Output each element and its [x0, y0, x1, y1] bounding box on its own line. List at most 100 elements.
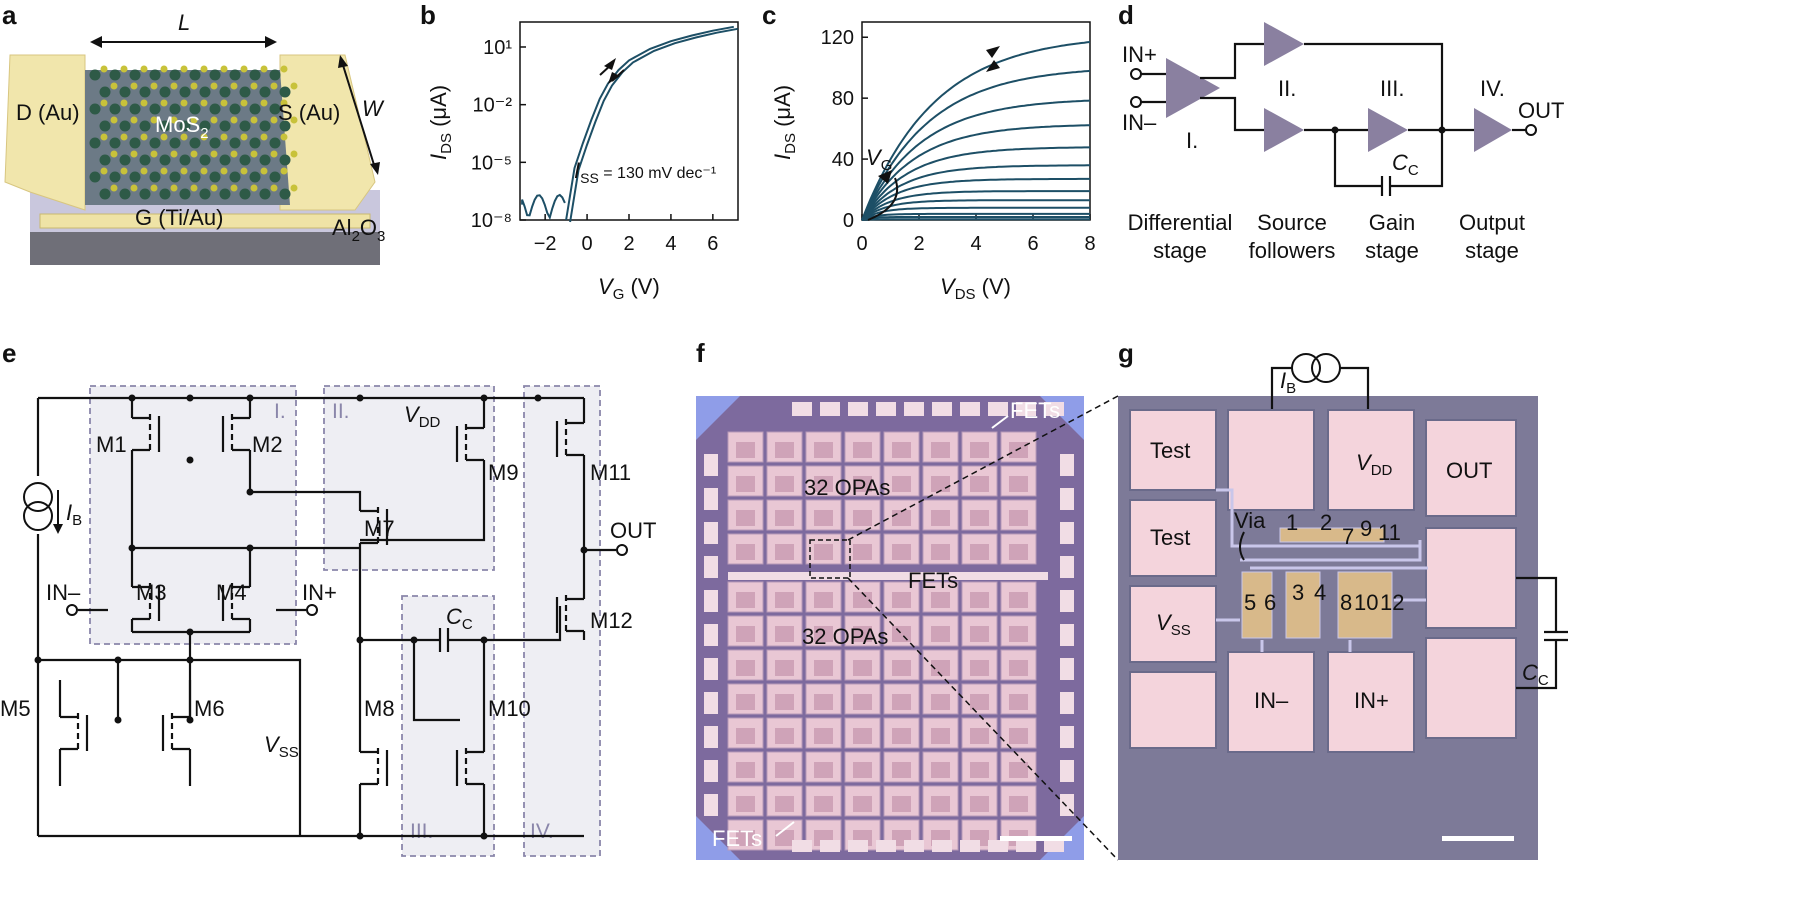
s-atom [260, 99, 268, 107]
mo-atom [209, 171, 221, 183]
mo-atom [239, 120, 251, 132]
mo-atom [109, 103, 121, 115]
s-atom [240, 65, 248, 73]
junction-dots [34, 394, 542, 840]
e-in-minus-terminal [66, 604, 78, 616]
amp-gain [1368, 108, 1408, 152]
s-atom [100, 167, 108, 175]
plot-b-xlabel: VG (V) [598, 274, 660, 303]
c-arrow-down [986, 60, 1000, 72]
mo-atom [209, 103, 221, 115]
b-ytick-label: 10⁻⁵ [471, 152, 512, 174]
opa-cell-core [775, 510, 794, 526]
mo-atom [209, 137, 221, 149]
c-xtick-label: 8 [1084, 233, 1095, 255]
mo-atom [149, 171, 161, 183]
amp-follower-2 [1264, 108, 1304, 152]
d-in-plus: IN+ [1122, 42, 1157, 67]
opa-cell-core [736, 626, 755, 642]
c-xtick-label: 0 [856, 233, 867, 255]
d-in-minus: IN– [1122, 110, 1157, 135]
opa-cell-core [970, 660, 989, 676]
panel-b-label: b [420, 0, 436, 30]
side-pad [704, 726, 718, 748]
e-cc-label: CC [446, 604, 473, 633]
s-atom [110, 116, 118, 124]
panel-f-label: f [696, 338, 705, 368]
transistor-M7: M7 [364, 516, 395, 541]
s-atom [290, 82, 298, 90]
c-curve-2 [861, 99, 1091, 221]
g-num-1: 1 [1286, 510, 1298, 535]
mo-atom [179, 154, 191, 166]
s-atom [270, 116, 278, 124]
transistor-M1: M1 [96, 432, 127, 457]
mo-atom [99, 86, 111, 98]
side-pad [1060, 760, 1074, 782]
g-num-11: 11 [1378, 520, 1401, 545]
mo-atom [159, 188, 171, 200]
s-atom [170, 150, 178, 158]
mo-atom [229, 69, 241, 81]
mo-atom [229, 171, 241, 183]
L-label: L [178, 10, 190, 35]
opa-bottom-label: 32 OPAs [802, 624, 888, 649]
g-num-10: 10 [1354, 590, 1378, 615]
mo-atom [249, 171, 261, 183]
s-atom [220, 167, 228, 175]
s-atom [160, 167, 168, 175]
mo-atom [179, 188, 191, 200]
s-atom [120, 99, 128, 107]
s-atom [120, 133, 128, 141]
plot-c-xlabel: VDS (V) [940, 274, 1011, 303]
s-atom [170, 116, 178, 124]
junction-dot [186, 716, 194, 724]
c-curve-8 [861, 199, 1090, 221]
fet-strip [728, 572, 1048, 580]
s-atom [280, 65, 288, 73]
mo-atom [129, 137, 141, 149]
fet-pad [792, 840, 812, 852]
c-curve-4 [861, 146, 1090, 221]
mo-atom [159, 154, 171, 166]
c-ytick-label: 120 [821, 27, 854, 49]
mo-atom [179, 120, 191, 132]
c-xtick-label: 6 [1027, 233, 1038, 255]
opa-cell-core [775, 694, 794, 710]
mo-atom [259, 188, 271, 200]
bias-line [38, 658, 302, 836]
opa-cell-core [892, 762, 911, 778]
fet-pad [988, 402, 1008, 416]
pad-in-plus [1327, 651, 1415, 753]
panel-a: a L W D (Au) S (Au) MoS2 G (Ti/Au) Al2O3 [2, 0, 385, 265]
s-atom [190, 82, 198, 90]
transistor-M5: M5 [0, 696, 31, 721]
mo-atom [149, 103, 161, 115]
transistor-M2: M2 [252, 432, 283, 457]
fet-pad [960, 402, 980, 416]
transistor-M6: M6 [194, 696, 225, 721]
mo-atom [259, 86, 271, 98]
g-num-8: 8 [1340, 590, 1352, 615]
s-atom [240, 99, 248, 107]
opa-cell-core [814, 728, 833, 744]
opa-cell-core [931, 592, 950, 608]
caption-differential-1: Differential [1128, 210, 1233, 235]
opa-cell-core [736, 544, 755, 560]
s-atom [210, 184, 218, 192]
s-atom [220, 65, 228, 73]
s-atom [130, 150, 138, 158]
mo-atom [219, 154, 231, 166]
opa-cell-core [892, 660, 911, 676]
c-xtick-label: 4 [970, 233, 981, 255]
region-I [89, 385, 297, 645]
mo-atom [139, 86, 151, 98]
s-atom [160, 65, 168, 73]
opa-cell-core [853, 510, 872, 526]
opa-cell-core [892, 728, 911, 744]
mo-atom [189, 69, 201, 81]
mo-atom [129, 69, 141, 81]
caption-differential-2: stage [1153, 238, 1207, 263]
